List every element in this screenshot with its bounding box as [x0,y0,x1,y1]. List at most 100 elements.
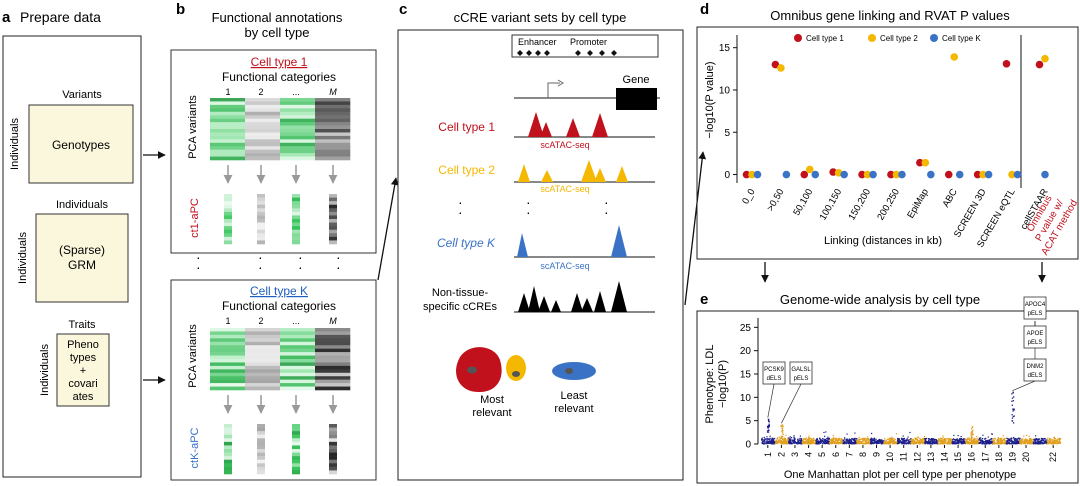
e-point [1035,438,1037,440]
e-point [846,439,849,441]
e-point [824,440,827,442]
ct1-link[interactable]: Cell type 1 [251,55,308,69]
svg-text:·: · [196,249,201,265]
e-point [962,442,964,444]
svg-text:·: · [298,249,303,265]
e-point [923,441,925,443]
e-point [1033,440,1036,442]
e-point [935,440,938,442]
e-point [1022,442,1025,445]
e-point [787,437,789,440]
e-point [975,441,977,443]
e-point [839,441,842,444]
e-point [807,443,809,445]
e-point [953,438,956,441]
e-point [777,437,779,439]
e-point [896,439,899,441]
heatmap-cell [210,135,246,140]
e-point [928,439,930,442]
e-point [807,439,810,441]
e-point [820,439,823,441]
e-point [806,440,808,443]
e-point [964,438,967,440]
e-point [785,439,787,441]
d-point [950,53,959,61]
d-point [921,158,930,167]
e-ytick-label: 15 [740,370,752,381]
e-point [800,438,803,440]
e-point [914,437,916,439]
e-point [825,431,827,433]
e-point [907,436,909,438]
e-point [1047,441,1049,443]
ctk-link[interactable]: Cell type K [250,284,308,298]
e-point [780,437,783,440]
traits-label: Traits [68,319,96,331]
e-point [834,438,836,440]
e-point [846,438,848,440]
e-point [859,442,861,444]
e-point [854,437,856,440]
e-point [850,441,852,444]
e-point [766,436,768,438]
heatmap-cell [280,355,316,360]
heatmap-cell [245,139,281,144]
e-point [1039,441,1041,443]
e-point [975,439,977,441]
heatmap-cell [315,379,351,384]
e-point [1039,442,1041,444]
e-point [902,441,904,443]
e-point [1040,443,1042,445]
e-point [789,436,791,438]
e-point [1050,441,1052,443]
nontissue-peaks [518,281,627,312]
e-point [988,439,991,441]
e-point [848,438,851,441]
e-point [911,440,913,442]
apc-strip-cell [292,229,300,234]
d-point [1041,54,1049,63]
e-point [833,441,835,443]
svg-text:·: · [604,204,609,220]
e-point [985,440,987,442]
heatmap-cell [245,98,281,102]
e-point [974,443,977,445]
e-xtick-label: 20 [1021,452,1031,462]
ct1-track-label: Cell type 1 [438,120,495,134]
heatmap-cell [280,139,316,144]
e-point [1015,443,1017,445]
e-point [874,440,876,443]
e-point [986,441,989,443]
e-point [848,439,850,442]
e-point [976,437,978,440]
apc-strip-cell [329,215,337,220]
e-point [992,440,994,442]
e-point [766,440,768,442]
apc-strip-cell [224,427,232,432]
heatmap-cell [245,129,281,133]
e-point [1038,438,1040,440]
e-point [766,442,769,445]
e-point [789,440,792,442]
heatmap-cell [210,328,246,332]
e-point [1038,440,1040,442]
e-point [982,441,985,443]
e-point [781,430,783,433]
e-point [867,442,869,444]
e-point [941,440,943,443]
e-point [870,437,873,440]
least-relevant-2: relevant [554,403,593,415]
e-point [854,432,856,434]
panel-e-letter: e [700,291,708,308]
e-point [923,440,925,442]
e-point [1000,442,1003,445]
e-point [923,443,925,445]
e-xtick-label: 8 [858,452,868,457]
e-point [992,441,994,443]
heatmap-cell [210,376,246,380]
e-point [765,442,767,444]
e-point [855,440,857,442]
e-point [788,441,790,444]
heatmap-cell [245,132,281,137]
